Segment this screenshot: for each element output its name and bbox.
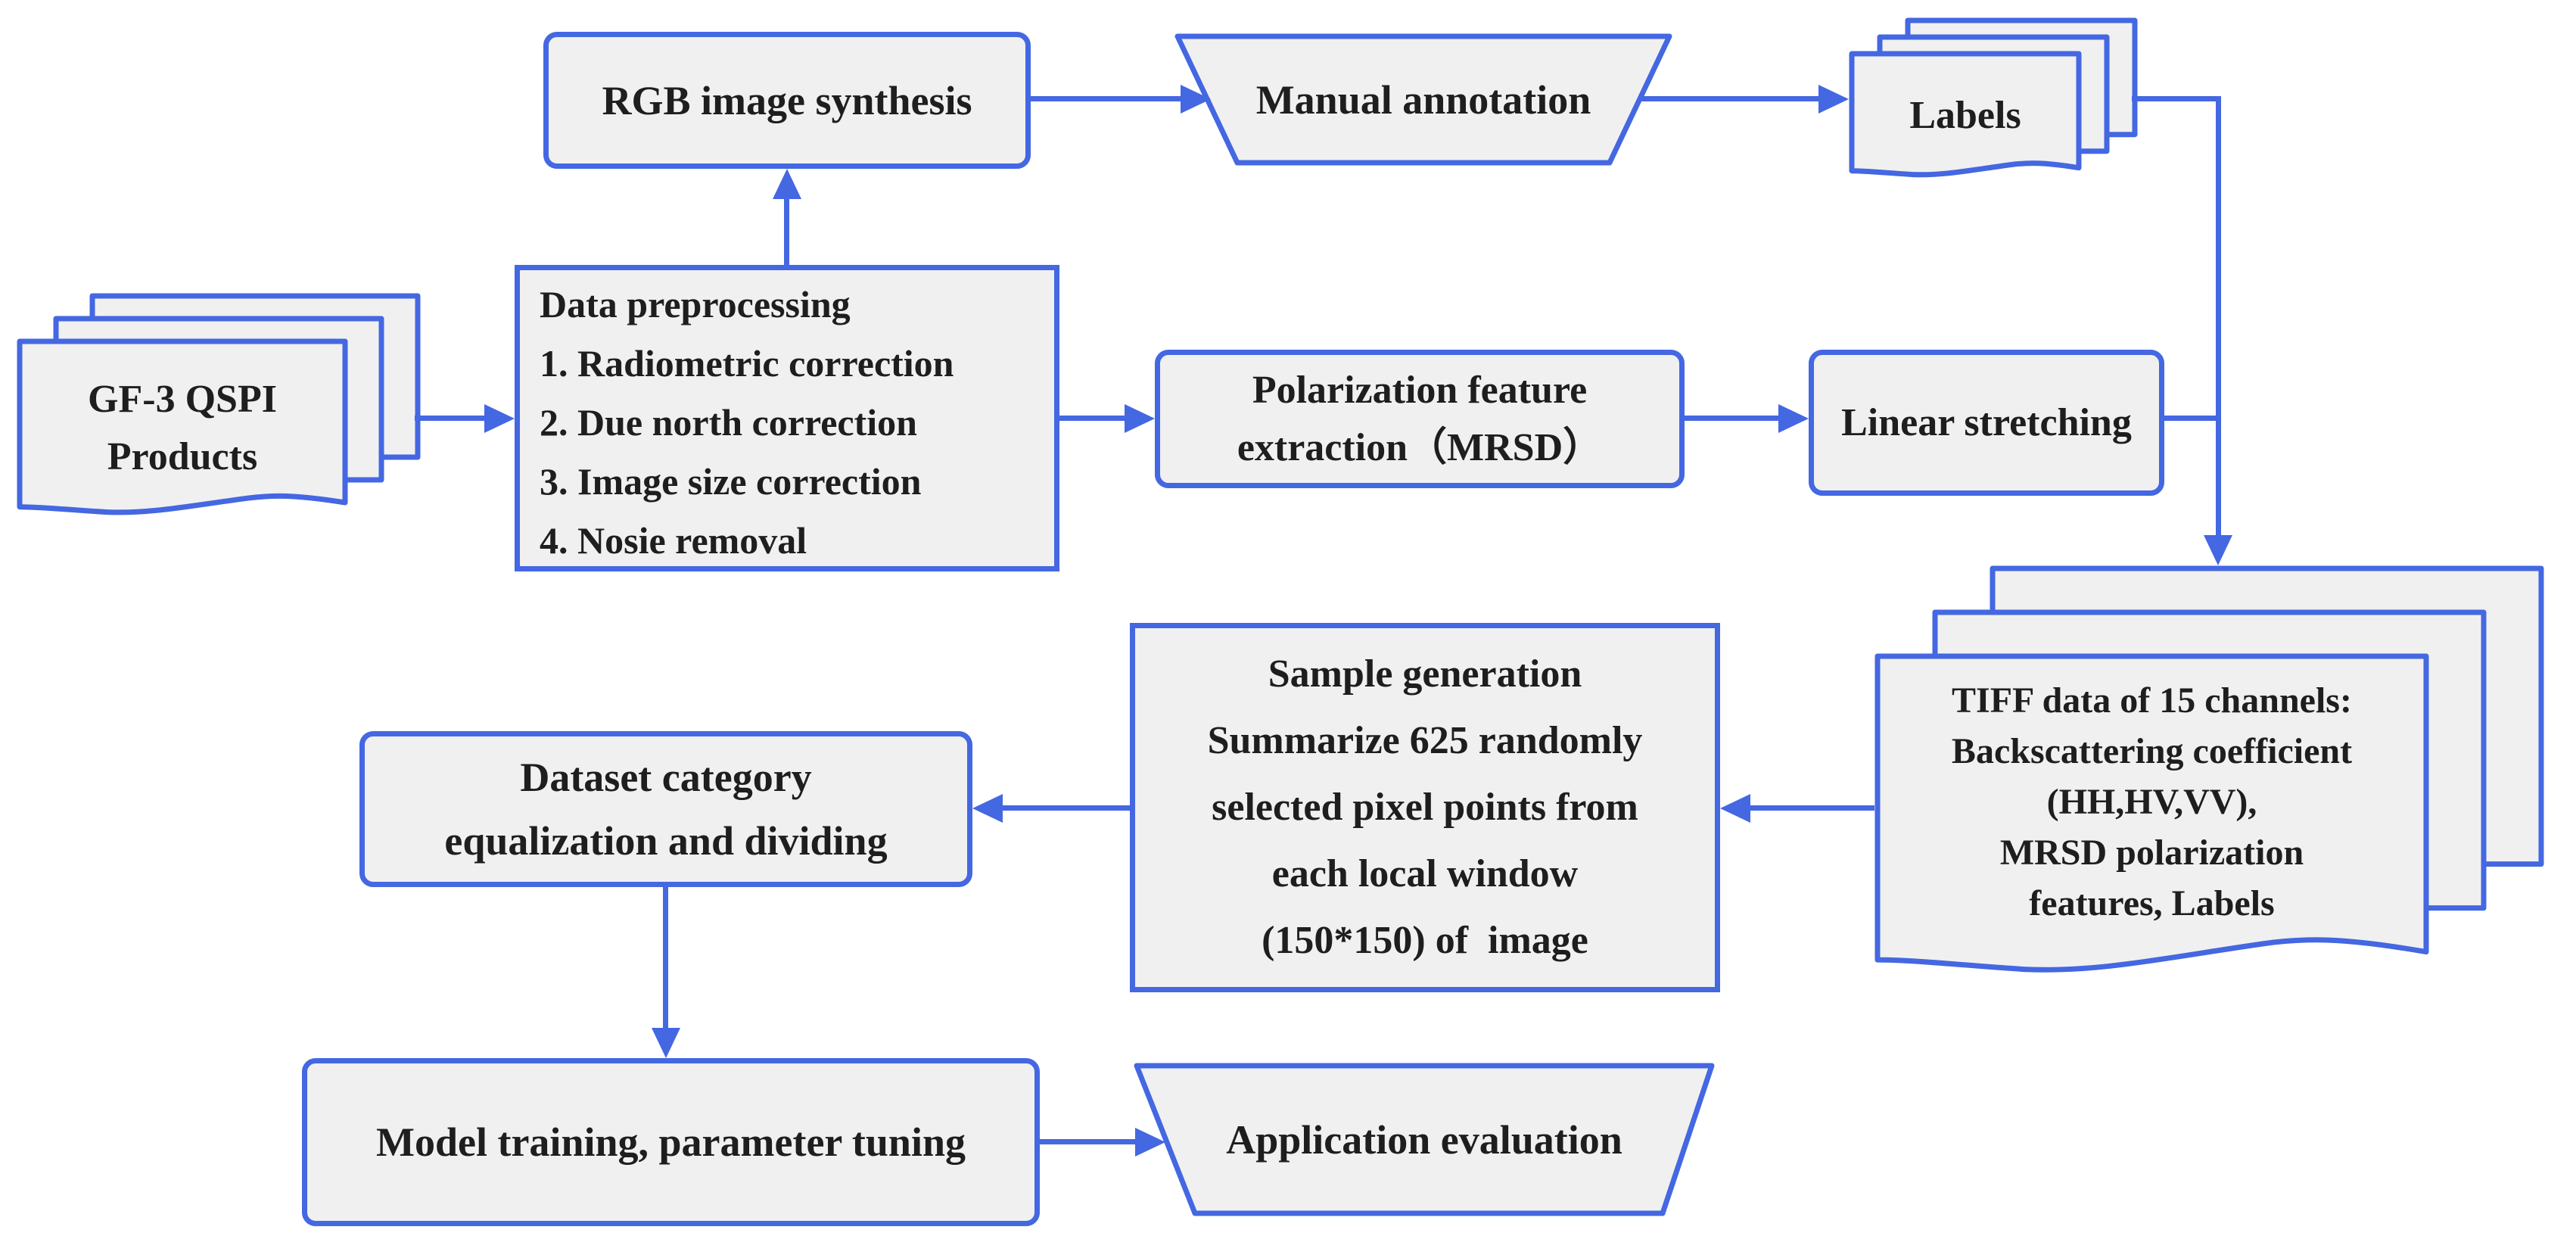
document-stack-shape	[1849, 17, 2138, 178]
dataset-category-line1: Dataset category	[520, 755, 812, 800]
sample-generation-line1: Sample generation	[1268, 652, 1582, 696]
line-labels-to-corner	[2132, 96, 2221, 101]
arrow-preprocessing-to-rgb-head	[773, 169, 801, 199]
document-stack-shape	[1874, 565, 2544, 973]
labels-label: Labels	[1909, 93, 2021, 137]
node-polarization-feature-extraction: Polarization feature extraction（MRSD）	[1155, 350, 1685, 488]
data-preprocessing-step-3: 3. Image size correction	[540, 460, 922, 503]
node-data-preprocessing: Data preprocessing 1. Radiometric correc…	[515, 265, 1059, 571]
arrow-tiff-to-sample-head	[1720, 794, 1750, 823]
arrow-dataset-to-model-head	[652, 1028, 680, 1058]
tiff-data-line3: (HH,HV,VV),	[2046, 781, 2257, 822]
data-preprocessing-title: Data preprocessing	[540, 283, 851, 325]
data-preprocessing-step-1: 1. Radiometric correction	[540, 342, 954, 384]
arrow-rgb-to-annotation-line	[1031, 96, 1184, 101]
gf3-products-label-line1: GF-3 QSPI	[88, 377, 277, 421]
arrow-polarization-to-stretching-head	[1778, 404, 1809, 433]
model-training-label: Model training, parameter tuning	[376, 1119, 966, 1165]
arrow-into-tiff-head	[2204, 535, 2232, 565]
arrow-dataset-to-model-line	[663, 887, 668, 1032]
node-tiff-data: TIFF data of 15 channels: Backscattering…	[1874, 565, 2544, 986]
tiff-data-line2: Backscattering coefficient	[1951, 730, 2353, 771]
node-rgb-image-synthesis: RGB image synthesis	[543, 32, 1031, 169]
node-manual-annotation: Manual annotation	[1174, 33, 1672, 166]
arrow-sample-to-dataset-head	[972, 794, 1003, 823]
arrow-polarization-to-stretching-line	[1685, 416, 1782, 421]
arrow-tiff-to-sample-line	[1747, 805, 1874, 811]
node-dataset-category: Dataset category equalization and dividi…	[359, 731, 972, 887]
sample-generation-line5: (150*150) of image	[1262, 919, 1588, 962]
application-evaluation-label: Application evaluation	[1226, 1116, 1622, 1163]
polarization-extraction-line1: Polarization feature	[1252, 368, 1588, 412]
sample-generation-line3: selected pixel points from	[1212, 786, 1638, 829]
line-corner-to-tiff	[2216, 96, 2221, 538]
sample-generation-line4: each local window	[1271, 852, 1579, 895]
node-gf3-qspi-products: GF-3 QSPI Products	[17, 293, 421, 528]
node-application-evaluation: Application evaluation	[1134, 1063, 1715, 1216]
arrow-rgb-to-annotation-head	[1181, 85, 1211, 114]
arrow-model-to-application-head	[1135, 1128, 1165, 1157]
arrow-preprocessing-to-polarization-head	[1125, 404, 1155, 433]
dataset-category-line2: equalization and dividing	[444, 818, 888, 864]
arrow-preprocessing-to-rgb-line	[784, 195, 789, 265]
node-model-training: Model training, parameter tuning	[302, 1058, 1040, 1226]
linear-stretching-label: Linear stretching	[1841, 401, 2132, 444]
polarization-extraction-line2: extraction（MRSD）	[1237, 425, 1603, 469]
data-preprocessing-step-4: 4. Nosie removal	[540, 519, 807, 562]
arrow-gf3-to-preprocessing-line	[415, 416, 488, 421]
tiff-data-line4: MRSD polarization	[1999, 832, 2304, 873]
trapezoid-shape	[1174, 33, 1672, 166]
document-stack-shape	[17, 293, 421, 515]
node-sample-generation: Sample generation Summarize 625 randomly…	[1130, 623, 1720, 992]
node-labels: Labels	[1849, 17, 2138, 195]
trapezoid-shape	[1134, 1063, 1715, 1216]
manual-annotation-label: Manual annotation	[1255, 76, 1591, 123]
node-linear-stretching: Linear stretching	[1809, 350, 2164, 496]
arrow-annotation-to-labels-head	[1818, 85, 1849, 114]
data-preprocessing-step-2: 2. Due north correction	[540, 401, 917, 444]
arrow-preprocessing-to-polarization-line	[1059, 416, 1128, 421]
line-stretching-to-corner	[2164, 416, 2221, 421]
tiff-data-line1: TIFF data of 15 channels:	[1952, 680, 2352, 721]
sample-generation-line2: Summarize 625 randomly	[1207, 719, 1643, 762]
tiff-data-line5: features, Labels	[2029, 883, 2275, 923]
rgb-image-synthesis-label: RGB image synthesis	[602, 77, 972, 123]
arrow-model-to-application-line	[1040, 1139, 1139, 1144]
gf3-products-label-line2: Products	[107, 434, 258, 478]
arrow-annotation-to-labels-line	[1641, 96, 1822, 101]
arrow-sample-to-dataset-line	[999, 805, 1130, 811]
arrow-gf3-to-preprocessing-head	[484, 404, 515, 433]
